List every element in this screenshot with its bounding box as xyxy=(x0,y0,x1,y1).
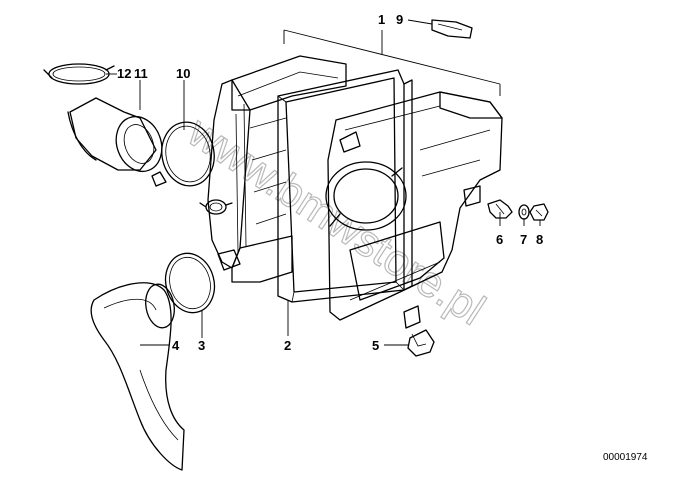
upper-housing-part xyxy=(325,91,503,329)
callout-10: 10 xyxy=(176,66,190,81)
lower-housing-part xyxy=(199,55,347,283)
callout-11: 11 xyxy=(134,66,148,81)
callout-12: 12 xyxy=(117,66,131,81)
callout-5: 5 xyxy=(372,338,379,353)
hose-clamp-part xyxy=(151,121,215,187)
washer-part xyxy=(518,204,530,220)
watermark: www.bmwstore.pl xyxy=(179,107,494,335)
callout-3: 3 xyxy=(198,338,205,353)
callout-4: 4 xyxy=(172,338,180,353)
callout-6: 6 xyxy=(496,232,503,247)
nut-part xyxy=(529,203,549,221)
callout-7: 7 xyxy=(520,232,527,247)
screw-part xyxy=(487,199,513,219)
rubber-cap-part xyxy=(407,329,435,357)
intake-duct-part xyxy=(90,282,185,471)
callout-numbers: 1 9 12 11 10 4 3 2 5 6 7 8 xyxy=(117,12,543,353)
callout-1: 1 xyxy=(378,12,385,27)
leader-lines xyxy=(106,19,541,346)
retaining-clip-part xyxy=(431,19,473,39)
assembly-bracket xyxy=(283,29,501,96)
drawing-number: 00001974 xyxy=(603,452,648,463)
callout-9: 9 xyxy=(396,12,403,27)
intake-hose-part xyxy=(43,63,163,173)
clamp-ring-part xyxy=(164,252,216,314)
callout-2: 2 xyxy=(284,338,291,353)
callout-8: 8 xyxy=(536,232,543,247)
